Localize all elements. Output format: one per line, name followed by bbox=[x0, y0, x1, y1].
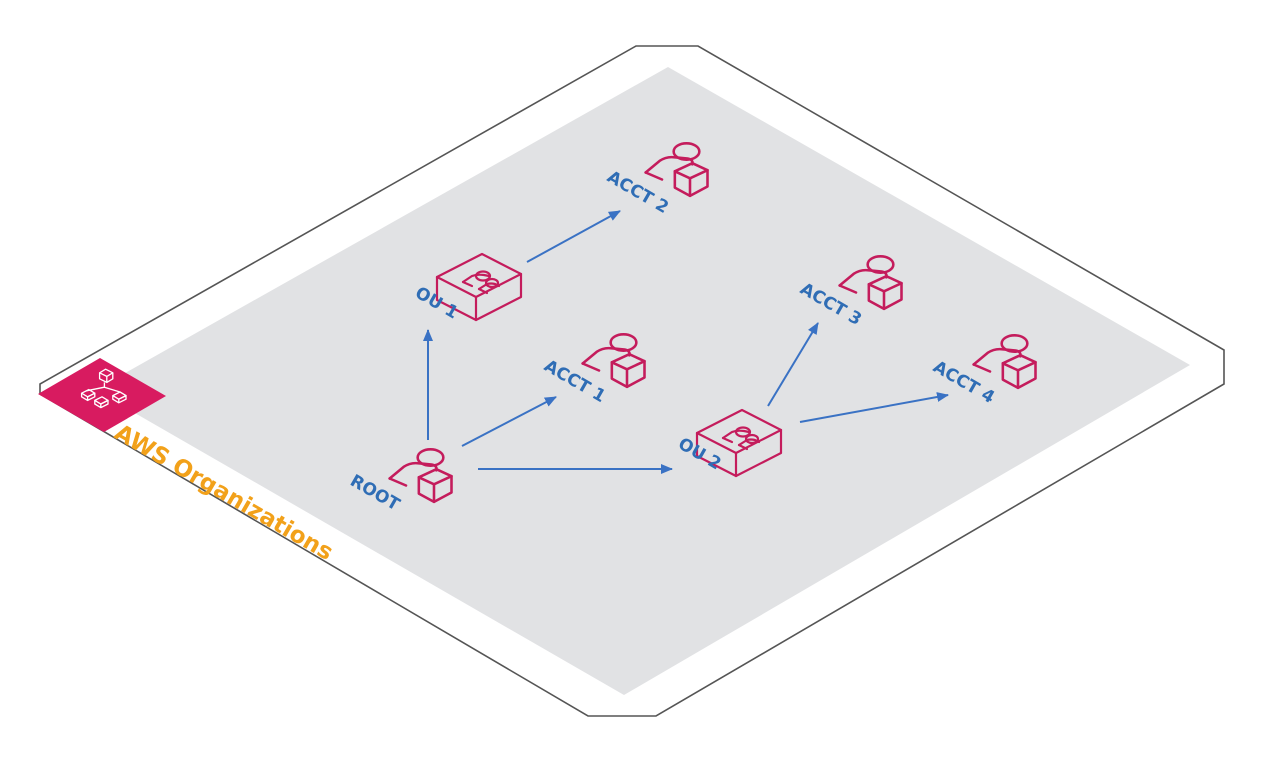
edge-ou2-to-acct4 bbox=[799, 392, 949, 423]
edge-ou1-to-acct2 bbox=[526, 210, 621, 263]
organizations-badge bbox=[38, 358, 166, 432]
edge-ou2-to-acct3 bbox=[767, 322, 819, 407]
platform-surface bbox=[95, 67, 1190, 695]
edge-root-to-acct1 bbox=[461, 396, 557, 447]
edges bbox=[423, 210, 949, 474]
